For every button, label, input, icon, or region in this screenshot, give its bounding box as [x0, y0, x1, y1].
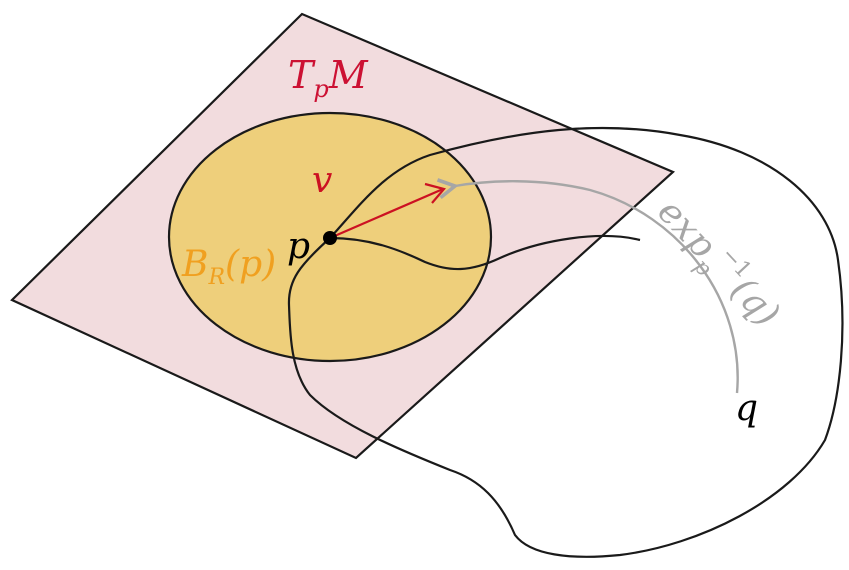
point-p-label: p: [287, 226, 310, 267]
point-q-label: q: [735, 388, 758, 429]
tangent-vector-arrowhead: [424, 182, 446, 204]
svg-text:expp−1(q): expp−1(q): [644, 188, 791, 340]
vector-label: v: [312, 160, 332, 201]
inverse-exp-label: expp−1(q): [644, 188, 791, 340]
point-p-dot: [323, 231, 337, 245]
tangent-vector-v: [329, 187, 444, 240]
geodesic-curve: [329, 235, 641, 271]
inverse-exp-arrow: [455, 181, 739, 394]
tangent-space-label: TpM: [288, 53, 369, 103]
ball-label: BR(p): [181, 244, 276, 290]
manifold-surface: [287, 126, 844, 558]
